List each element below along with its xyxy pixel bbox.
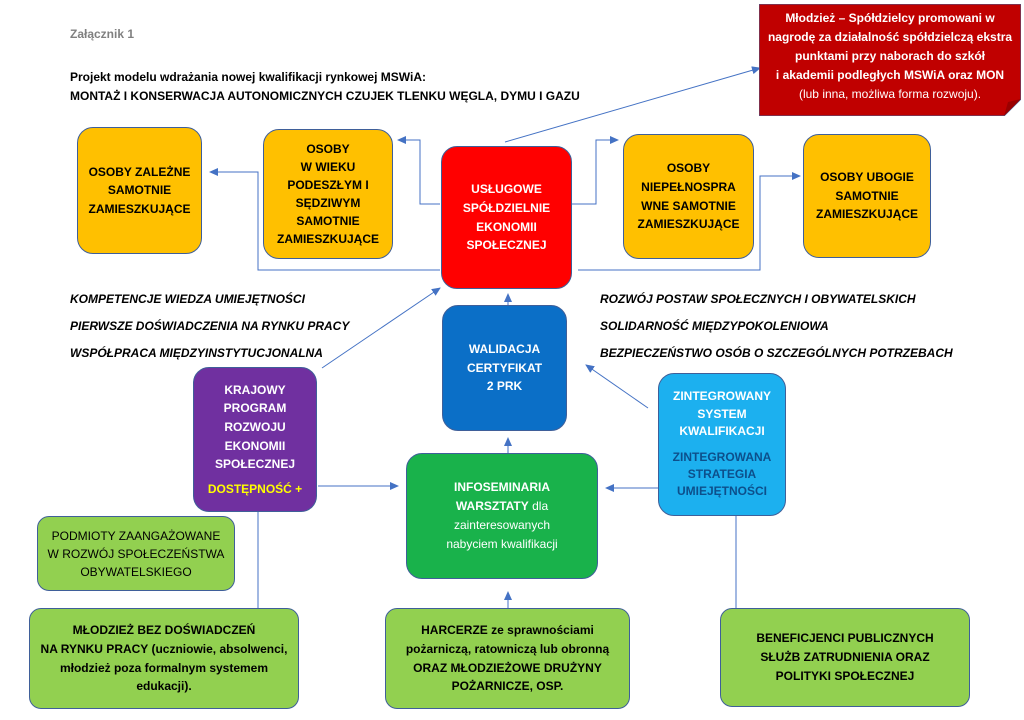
info-line-1: INFOSEMINARIA [454, 479, 550, 494]
disabled-line-3: WNE SAMOTNIE [641, 198, 736, 213]
elderly-line-4: SĘDZIWYM [295, 196, 361, 210]
service-cooperatives-box: USŁUGOWE SPÓŁDZIELNIE EKONOMII SPOŁECZNE… [441, 146, 572, 289]
scouts-label: HARCERZE [421, 623, 488, 638]
arrow-to-red-note [504, 66, 761, 143]
dependent-line-3: ZAMIESZKUJĄCE [88, 201, 191, 216]
validation-line-3: 2 PRK [486, 379, 523, 394]
youth-line-2: NA RYNKU PRACY (uczniowie, absolwenci, [41, 640, 288, 659]
reward-note: Młodzież – Spółdzielcy promowani w nagro… [759, 4, 1021, 116]
elderly-line-6: ZAMIESZKUJĄCE [276, 232, 379, 246]
integrated-system-box: ZINTEGROWANY SYSTEM KWALIFIKACJI ZINTEGR… [658, 373, 786, 516]
scouts-box: HARCERZE ze sprawnościami pożarniczą, ra… [385, 608, 630, 709]
development-item-2: SOLIDARNOŚĆ MIĘDZYPOKOLENIOWA [600, 319, 829, 333]
note-shape [759, 4, 1021, 116]
competences-item-1: KOMPETENCJE WIEDZA UMIEJĘTNOŚCI [70, 292, 305, 306]
info-line-4: nabyciem kwalifikacji [446, 537, 558, 552]
arrow-to-disabled [572, 136, 619, 205]
program-line-2: PROGRAM [223, 401, 287, 416]
integrated-bottom-2: STRATEGIA [687, 466, 757, 481]
beneficiaries-box: BENEFICJENCI PUBLICZNYCH SŁUŻB ZATRUDNIE… [720, 608, 970, 707]
entities-line-2: W ROZWÓJ SPOŁECZEŃSTWA [47, 546, 225, 561]
disabled-persons-box: OSOBY NIEPEŁNOSPRA WNE SAMOTNIE ZAMIESZK… [623, 134, 754, 259]
note-line-4: i akademii podległych MSWiA oraz MON [775, 68, 1005, 82]
validation-line-1: WALIDACJA [468, 342, 541, 357]
integrated-top-3: KWALIFIKACJI [679, 424, 765, 439]
youth-examples: (uczniowie, absolwenci, [148, 641, 288, 656]
entities-line-3: OBYWATELSKIEGO [80, 564, 192, 579]
competences-item-2: PIERWSZE DOŚWIADCZENIA NA RYNKU PRACY [70, 319, 350, 333]
center-line-2: SPÓŁDZIELNIE [462, 200, 551, 215]
center-line-3: EKONOMII [476, 219, 537, 234]
dependent-persons-box: OSOBY ZALEŻNE SAMOTNIE ZAMIESZKUJĄCE [77, 127, 202, 254]
elderly-line-5: SAMOTNIE [296, 214, 360, 228]
development-item-1: ROZWÓJ POSTAW SPOŁECZNYCH I OBYWATELSKIC… [600, 292, 916, 306]
poor-line-3: ZAMIESZKUJĄCE [815, 207, 918, 222]
info-line-2: WARSZTATY dla [456, 497, 548, 516]
program-line-3: ROZWOJU [224, 419, 286, 434]
scouts-line-1: HARCERZE ze sprawnościami [421, 621, 594, 640]
validation-certificate-box: WALIDACJA CERTYFIKAT 2 PRK [442, 305, 567, 431]
infoseminars-box: INFOSEMINARIA WARSZTATY dla zainteresowa… [406, 453, 598, 579]
info-line-3: zainteresowanych [453, 518, 551, 532]
beneficiaries-line-1: BENEFICJENCI PUBLICZNYCH [756, 630, 934, 645]
integrated-top-1: ZINTEGROWANY [673, 389, 771, 404]
scouts-line-4: POŻARNICZE, OSP. [451, 679, 564, 694]
disabled-line-2: NIEPEŁNOSPRA [641, 179, 736, 194]
youth-labour-market: NA RYNKU PRACY [40, 641, 149, 656]
validation-line-2: CERTYFIKAT [466, 360, 543, 375]
note-tail: (lub inna, możliwa forma rozwoju). [798, 87, 982, 101]
development-list: ROZWÓJ POSTAW SPOŁECZNYCH I OBYWATELSKIC… [600, 286, 953, 367]
scouts-line-2: pożarniczą, ratowniczą lub obronną [405, 641, 610, 656]
competences-item-3: WSPÓŁPRACA MIĘDZYINSTYTUCJONALNA [70, 346, 323, 360]
dependent-line-1: OSOBY ZALEŻNE [88, 164, 191, 179]
note-line-1: Młodzież – Spółdzielcy promowani w [785, 11, 995, 25]
disabled-line-4: ZAMIESZKUJĄCE [637, 217, 740, 232]
scouts-line-3: ORAZ MŁODZIEŻOWE DRUŻYNY [413, 660, 602, 675]
info-for: dla [528, 498, 549, 513]
elderly-line-1: OSOBY [306, 142, 350, 156]
project-title: Projekt modelu wdrażania nowej kwalifika… [70, 70, 426, 84]
integrated-bottom-1: ZINTEGROWANA [672, 449, 772, 464]
beneficiaries-line-2: SŁUŻB ZATRUDNIENIA ORAZ [760, 649, 930, 664]
poor-line-1: OSOBY UBOGIE [820, 170, 914, 185]
info-workshops: WARSZTATY [455, 498, 529, 513]
arrow-to-elderly [397, 136, 440, 205]
youth-line-1: MŁODZIEŻ BEZ DOŚWIADCZEŃ [72, 623, 256, 638]
annex-label: Załącznik 1 [70, 27, 135, 41]
program-line-4: EKONOMII [224, 438, 286, 453]
elderly-line-3: PODESZŁYM I [287, 178, 369, 192]
national-program-box: KRAJOWY PROGRAM ROZWOJU EKONOMII SPOŁECZ… [193, 367, 317, 512]
note-line-2: nagrodę za działalność spółdzielczą ekst… [767, 30, 1013, 44]
qualification-title: MONTAŻ I KONSERWACJA AUTONOMICZNYCH CZUJ… [70, 89, 580, 103]
center-line-4: SPOŁECZNEJ [466, 238, 547, 253]
elderly-line-2: W WIEKU [300, 160, 356, 174]
competences-list: KOMPETENCJE WIEDZA UMIEJĘTNOŚCI PIERWSZE… [70, 286, 349, 367]
youth-line-3: młodzież poza formalnym systemem [59, 660, 269, 675]
center-line-1: USŁUGOWE [471, 182, 542, 197]
dependent-line-2: SAMOTNIE [107, 183, 172, 198]
poor-line-2: SAMOTNIE [835, 188, 899, 203]
arrow-integrated-to-validation [585, 364, 649, 409]
civil-society-entities-box: PODMIOTY ZAANGAŻOWANE W ROZWÓJ SPOŁECZEŃ… [37, 516, 235, 591]
program-line-1: KRAJOWY [224, 382, 286, 397]
integrated-top-2: SYSTEM [697, 406, 747, 421]
scouts-badges: ze sprawnościami [487, 623, 594, 638]
program-line-5: SPOŁECZNEJ [214, 457, 295, 472]
youth-box: MŁODZIEŻ BEZ DOŚWIADCZEŃ NA RYNKU PRACY … [29, 608, 299, 709]
note-line-3: punktami przy naborach do szkół [794, 49, 986, 63]
integrated-bottom-3: UMIEJĘTNOŚCI [676, 484, 767, 499]
poor-persons-box: OSOBY UBOGIE SAMOTNIE ZAMIESZKUJĄCE [803, 134, 931, 258]
development-item-3: BEZPIECZEŃSTWO OSÓB O SZCZEGÓLNYCH POTRZ… [600, 346, 953, 360]
entities-line-1: PODMIOTY ZAANGAŻOWANE [51, 528, 221, 543]
youth-line-4: edukacji). [136, 679, 192, 694]
elderly-persons-box: OSOBY W WIEKU PODESZŁYM I SĘDZIWYM SAMOT… [263, 129, 393, 259]
program-accent: DOSTĘPNOŚĆ + [207, 481, 303, 496]
disabled-line-1: OSOBY [666, 161, 711, 176]
beneficiaries-line-3: POLITYKI SPOŁECZNEJ [775, 669, 915, 684]
